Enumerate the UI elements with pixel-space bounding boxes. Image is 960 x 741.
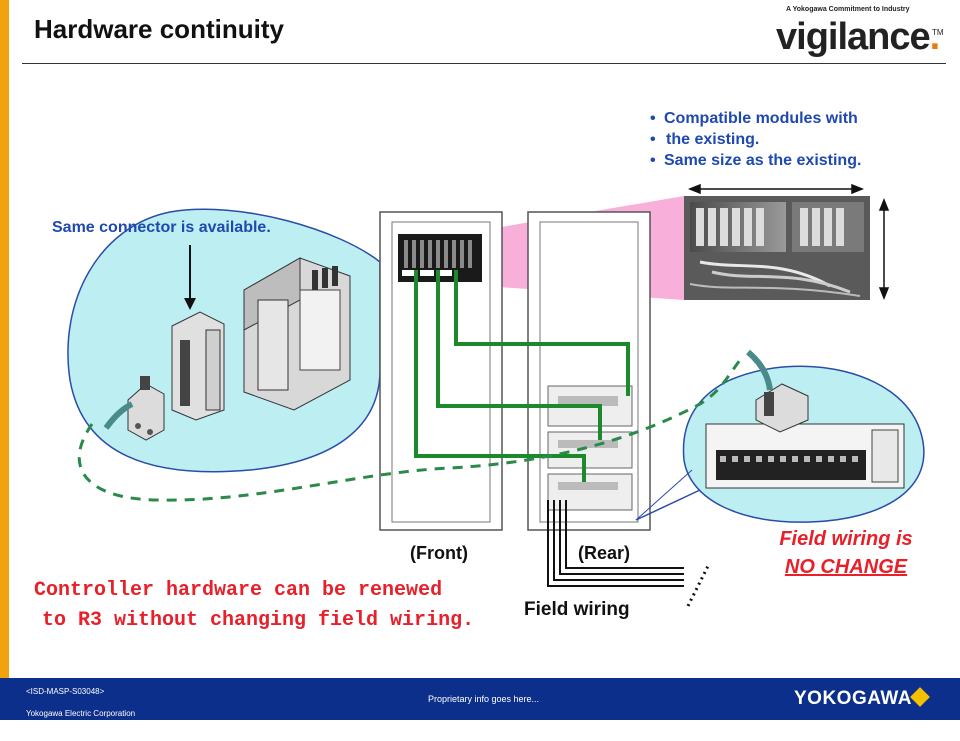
- renewal-line1: Controller hardware can be renewed: [34, 579, 443, 602]
- connector-closeup-bubble: [67, 208, 399, 473]
- no-change-line2: NO CHANGE: [784, 556, 908, 578]
- yokogawa-logo: YOKOGAWA: [794, 688, 913, 709]
- logo-wordmark: vigilance.: [776, 16, 941, 59]
- terminal-plug-icon: [127, 376, 165, 441]
- cabinet-icon: [379, 211, 651, 531]
- logo-word-text: vigilance: [776, 16, 931, 58]
- footer-copyright-block: <ISD-MASP-S03048> Yokogawa Electric Corp…: [26, 686, 190, 741]
- logo-dot: .: [929, 16, 941, 58]
- title-divider: [22, 63, 946, 64]
- vigilance-logo: A Yokogawa Commitment to Industry vigila…: [772, 6, 952, 58]
- footer-company: Yokogawa Electric Corporation: [26, 709, 136, 718]
- bullet-2-line1: Same size as the existing.: [664, 152, 862, 169]
- front-label: (Front): [410, 543, 468, 563]
- same-connector-callout: Same connector is available.: [52, 219, 271, 236]
- footer-doc-id: <ISD-MASP-S03048>: [26, 687, 105, 696]
- no-change-line1: Field wiring is: [779, 528, 913, 550]
- dimension-arrows: [687, 183, 890, 301]
- connector-icon: [171, 311, 225, 421]
- bullet-compatible-modules-cont: the existing.: [650, 129, 861, 150]
- terminal-block-icon: [705, 423, 905, 489]
- logo-tagline: A Yokogawa Commitment to Industry: [786, 6, 910, 13]
- existing-hardware-photo: [684, 196, 870, 300]
- footer-bar: [0, 678, 960, 720]
- field-wiring-cables: [547, 500, 684, 587]
- bullet-same-size: Same size as the existing.: [650, 150, 861, 171]
- field-wiring-no-change-callout: Field wiring is NO CHANGE: [726, 525, 960, 581]
- controller-renewal-note: Controller hardware can be renewed to R3…: [34, 576, 474, 636]
- footer-copyright: Copyright © by Yokogawa Electric Corpora…: [26, 720, 191, 729]
- footer-line1: <ISD-MASP-S03048> Yokogawa Electric Corp…: [26, 686, 190, 719]
- hardware-diagram: [67, 183, 925, 607]
- continuation-dots: [686, 565, 710, 607]
- page-title: Hardware continuity: [34, 14, 284, 44]
- logo-trademark: TM: [932, 28, 944, 37]
- bullet-1-line1: Compatible modules with: [664, 110, 858, 127]
- left-accent-bar: [0, 0, 9, 678]
- field-wiring-label: Field wiring: [524, 599, 630, 620]
- rear-label: (Rear): [578, 543, 631, 563]
- terminal-closeup-bubble: [635, 349, 925, 523]
- footer-proprietary: Proprietary info goes here...: [428, 694, 540, 704]
- io-module-icon: [243, 257, 351, 411]
- field-wiring-dashed-path: [77, 359, 742, 502]
- renewal-line2: to R3 without changing field wiring.: [42, 609, 475, 632]
- compatibility-bullets: Compatible modules with the existing. Sa…: [650, 108, 861, 171]
- footer-date: <October 22, 2015>: [26, 731, 98, 740]
- internal-wiring: [414, 270, 630, 482]
- plug-connector-icon: [755, 383, 809, 433]
- bullet-1-line2: the existing.: [666, 131, 760, 148]
- bullet-compatible-modules: Compatible modules with: [650, 108, 861, 129]
